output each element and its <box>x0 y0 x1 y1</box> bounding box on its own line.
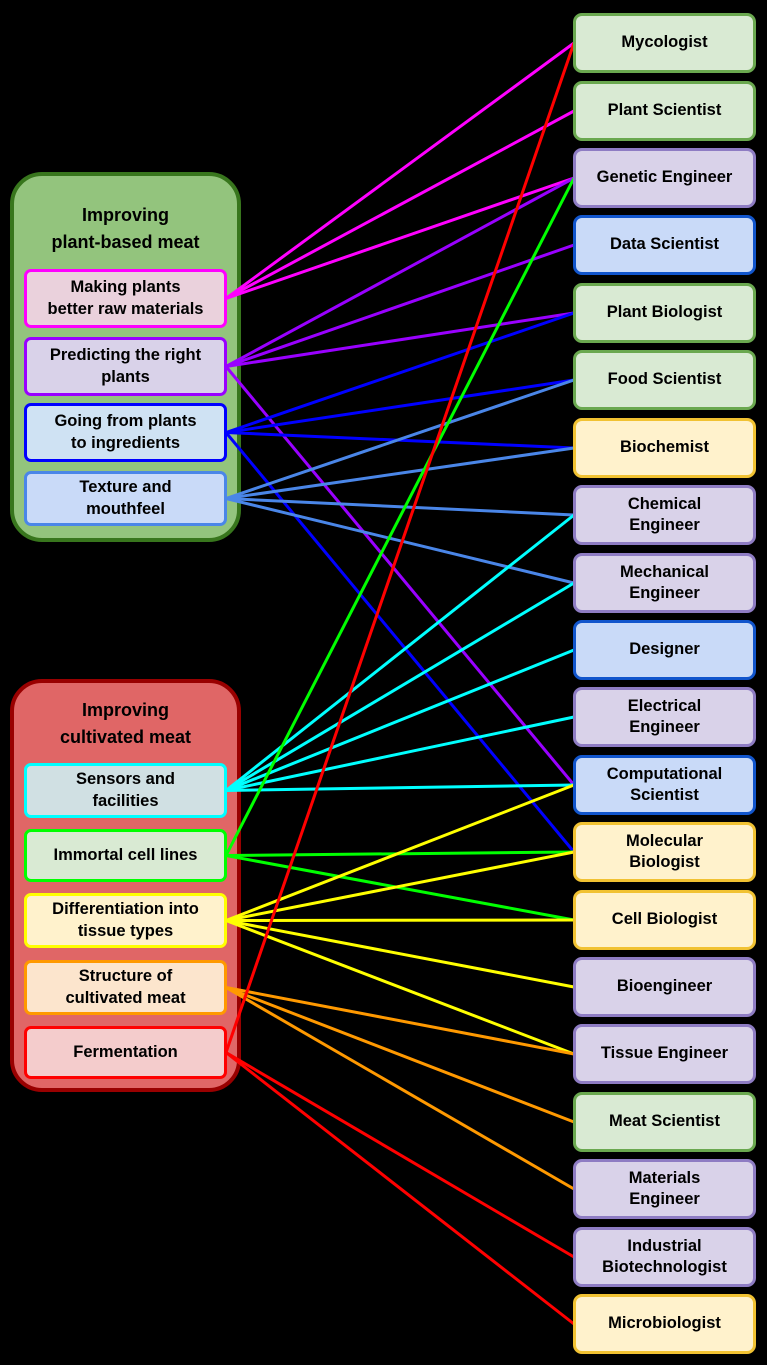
role-genetic-engineer: Genetic Engineer <box>573 148 756 208</box>
link-t0-r0 <box>225 41 575 300</box>
task-differentiation-into-tissue-types: Differentiation into tissue types <box>24 893 227 948</box>
link-t3-r8 <box>225 497 575 585</box>
link-t6-r12 <box>225 850 575 922</box>
link-t4-r10 <box>225 715 575 792</box>
link-t3-r7 <box>225 497 575 517</box>
task-structure-of-cultivated-meat: Structure of cultivated meat <box>24 960 227 1015</box>
role-bioengineer: Bioengineer <box>573 957 756 1017</box>
link-t1-r4 <box>225 311 575 368</box>
group-title-cultivated-meat: Improving cultivated meat <box>59 700 192 747</box>
link-t7-r17 <box>225 986 575 1191</box>
link-t3-r5 <box>225 378 575 500</box>
role-cell-biologist: Cell Biologist <box>573 890 756 950</box>
role-mechanical-engineer: Mechanical Engineer <box>573 553 756 613</box>
link-t1-r11 <box>224 365 576 786</box>
link-t8-r18 <box>225 1051 575 1259</box>
role-data-scientist: Data Scientist <box>573 215 756 275</box>
task-predicting-the-right-plants: Predicting the right plants <box>24 337 227 396</box>
role-meat-scientist: Meat Scientist <box>573 1092 756 1152</box>
link-t5-r2 <box>224 177 576 857</box>
role-biochemist: Biochemist <box>573 418 756 478</box>
link-t6-r15 <box>225 919 575 1056</box>
role-molecular-biologist: Molecular Biologist <box>573 822 756 882</box>
role-chemical-engineer: Chemical Engineer <box>573 485 756 545</box>
link-t8-r0 <box>224 42 576 1053</box>
link-t7-r15 <box>225 986 575 1056</box>
link-t1-r3 <box>225 243 575 368</box>
role-plant-scientist: Plant Scientist <box>573 81 756 141</box>
link-t4-r9 <box>225 648 575 792</box>
task-going-from-plants-to-ingredients: Going from plants to ingredients <box>24 403 227 462</box>
link-t6-r11 <box>225 783 575 922</box>
link-t0-r1 <box>225 109 575 300</box>
link-t4-r11 <box>225 783 575 792</box>
group-cultivated-meat: Improving cultivated meat <box>10 679 241 1092</box>
task-texture-and-mouthfeel: Texture and mouthfeel <box>24 471 227 526</box>
link-t6-r14 <box>225 919 575 989</box>
role-mycologist: Mycologist <box>573 13 756 73</box>
link-t0-r2 <box>225 176 575 300</box>
link-t4-r8 <box>225 581 575 792</box>
role-electrical-engineer: Electrical Engineer <box>573 687 756 747</box>
task-fermentation: Fermentation <box>24 1026 227 1079</box>
role-microbiologist: Microbiologist <box>573 1294 756 1354</box>
link-t8-r19 <box>225 1051 575 1326</box>
link-t7-r16 <box>225 986 575 1124</box>
task-immortal-cell-lines: Immortal cell lines <box>24 829 227 882</box>
role-computational-scientist: Computational Scientist <box>573 755 756 815</box>
role-plant-biologist: Plant Biologist <box>573 283 756 343</box>
role-food-scientist: Food Scientist <box>573 350 756 410</box>
task-making-plants-better-raw-materials: Making plants better raw materials <box>24 269 227 328</box>
role-designer: Designer <box>573 620 756 680</box>
link-t2-r4 <box>225 311 575 434</box>
link-t2-r5 <box>225 378 575 434</box>
group-title-plant-based-meat: Improving plant-based meat <box>51 205 200 252</box>
link-t3-r6 <box>225 446 575 500</box>
role-materials-engineer: Materials Engineer <box>573 1159 756 1219</box>
link-t6-r13 <box>225 918 575 922</box>
role-industrial-biotechnologist: Industrial Biotechnologist <box>573 1227 756 1287</box>
link-t4-r7 <box>225 513 575 792</box>
role-tissue-engineer: Tissue Engineer <box>573 1024 756 1084</box>
task-sensors-and-facilities: Sensors and facilities <box>24 763 227 818</box>
